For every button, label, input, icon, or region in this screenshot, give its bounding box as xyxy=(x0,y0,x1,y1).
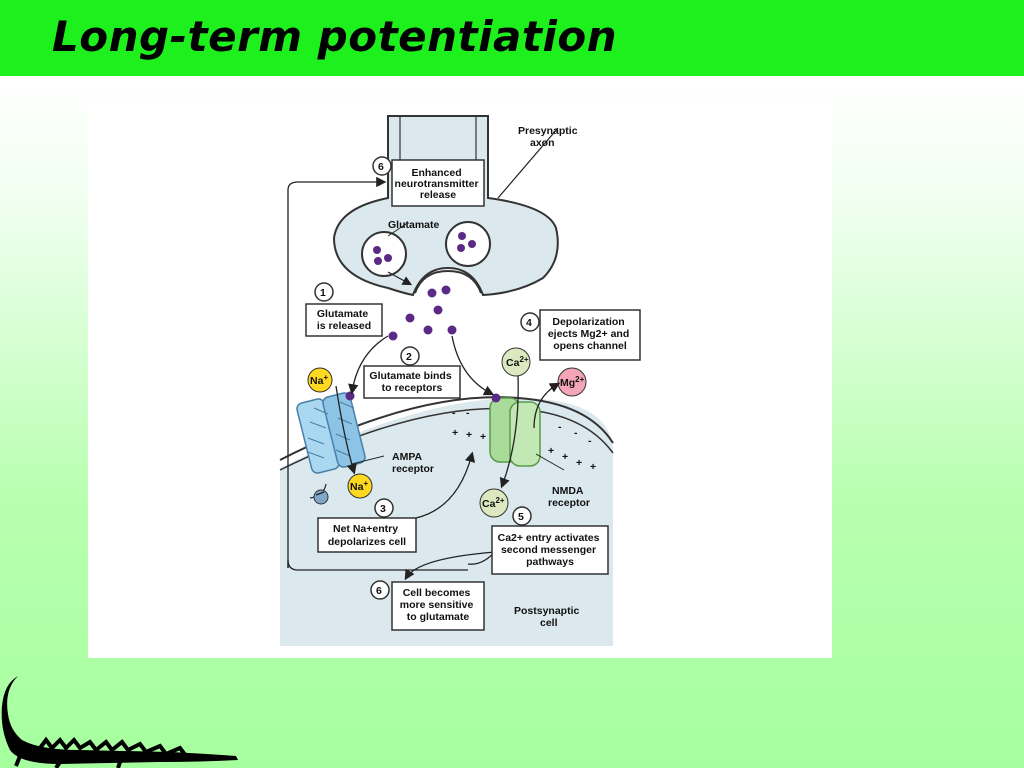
postsynaptic-label: Postsynaptic cell xyxy=(514,605,582,629)
nmda-label: NMDA receptor xyxy=(548,485,590,509)
svg-text:Ca2+ entry activates sec: Ca2+ entry activates second messenger pa… xyxy=(498,532,603,568)
svg-text:Net Na+entry depolarizes: Net Na+entry depolarizes cell xyxy=(328,523,406,548)
svg-text:Na+: Na+ xyxy=(350,479,368,493)
flow-arrows xyxy=(287,127,565,581)
step-6-sensitivity: 6 Cell becomes more sensitive to glutama… xyxy=(370,580,485,631)
svg-text:4: 4 xyxy=(526,317,532,329)
ca-ion-top: Ca2+ xyxy=(501,347,531,377)
slide-title: Long-term potentiation xyxy=(52,12,618,61)
svg-text:5: 5 xyxy=(518,511,524,523)
svg-text:3: 3 xyxy=(380,503,386,515)
svg-text:6: 6 xyxy=(378,161,384,173)
svg-text:Cell becomes more sensit: Cell becomes more sensitive to glutamate xyxy=(400,587,476,623)
na-ion-bottom: Na+ xyxy=(347,473,373,499)
svg-text:+: + xyxy=(562,451,568,463)
svg-text:Glutamate is released: Glutamate is released xyxy=(317,308,371,332)
vesicle xyxy=(361,231,407,277)
step-1-release: 1 Glutamate is released xyxy=(305,282,383,337)
mg-ion: Mg2+ xyxy=(557,367,587,397)
svg-text:Mg2+: Mg2+ xyxy=(560,375,585,389)
membrane-charges: - - + + + - - - + + + + xyxy=(452,407,596,473)
svg-text:+: + xyxy=(480,431,486,443)
step-3-depolarization: 3 Net Na+entry depolarizes cell xyxy=(317,498,417,553)
svg-text:6: 6 xyxy=(376,585,382,597)
diagram-svg: - - + + + - - - + + + + Na+ Na+ Ca2+ Mg2… xyxy=(279,115,641,646)
svg-text:-: - xyxy=(574,427,578,439)
svg-text:Enhanced neurotransmitte: Enhanced neurotransmitter release xyxy=(395,167,482,201)
step-2-binding: 2 Glutamate binds to receptors xyxy=(363,346,461,399)
svg-text:+: + xyxy=(452,427,458,439)
svg-text:-: - xyxy=(466,407,470,419)
svg-text:Depolarization ejects Mg: Depolarization ejects Mg2+ and opens cha… xyxy=(548,316,632,352)
svg-text:-: - xyxy=(558,421,562,433)
svg-text:Glutamate binds to recep: Glutamate binds to receptors xyxy=(369,370,454,394)
svg-text:+: + xyxy=(576,457,582,469)
svg-text:Ca2+: Ca2+ xyxy=(482,496,505,510)
ltp-diagram: - - + + + - - - + + + + Na+ Na+ Ca2+ Mg2… xyxy=(88,98,832,658)
ampa-label: AMPA receptor xyxy=(392,451,434,475)
na-ion-top: Na+ xyxy=(307,367,333,393)
svg-text:Ca2+: Ca2+ xyxy=(506,355,529,369)
svg-text:+: + xyxy=(466,429,472,441)
svg-text:-: - xyxy=(452,407,456,419)
ampa-anchor xyxy=(313,489,329,505)
svg-text:+: + xyxy=(590,461,596,473)
step-4-mg-ejection: 4 Depolarization ejects Mg2+ and opens c… xyxy=(520,309,641,361)
ca-ion-bottom: Ca2+ xyxy=(479,488,509,518)
step-5-second-messenger: 5 Ca2+ entry activates second messenger … xyxy=(491,506,609,575)
glutamate-label: Glutamate xyxy=(388,219,440,231)
svg-text:-: - xyxy=(588,435,592,447)
presynaptic-label: Presynaptic axon xyxy=(518,125,580,149)
svg-text:1: 1 xyxy=(320,287,326,299)
vesicle xyxy=(445,221,491,267)
svg-text:+: + xyxy=(548,445,554,457)
svg-text:Na+: Na+ xyxy=(310,373,328,387)
step-6-enhanced-release: 6 Enhanced neurotransmitter release xyxy=(372,156,485,207)
title-bar: Long-term potentiation xyxy=(0,0,1024,76)
glutamate-molecules xyxy=(388,285,457,341)
crocodile-silhouette-icon xyxy=(1,676,238,768)
svg-text:2: 2 xyxy=(406,351,412,363)
